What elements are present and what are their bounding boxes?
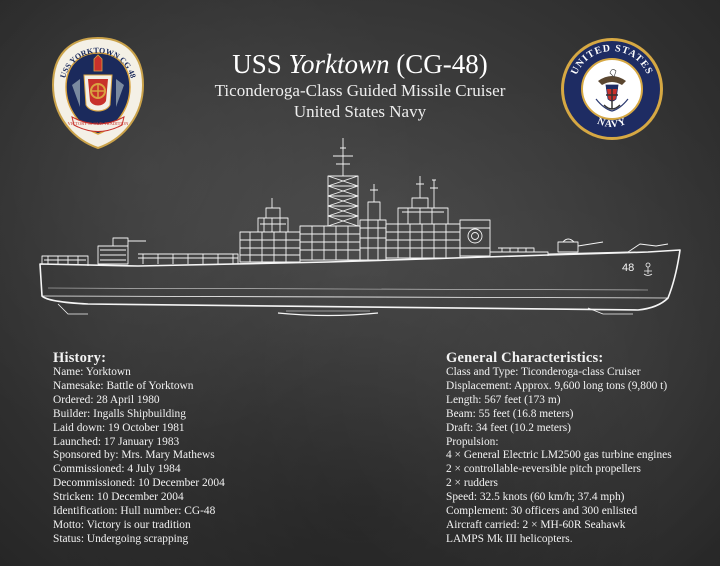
title-hull-code: (CG-48) — [389, 49, 488, 79]
ship-aft-deck — [41, 237, 239, 266]
title-ship-name: Yorktown — [288, 49, 390, 79]
history-line-namesake: Namesake: Battle of Yorktown — [53, 379, 194, 392]
ship-forward-deck — [490, 238, 669, 256]
hull-number-marking: 48 — [622, 262, 634, 274]
history-line-ordered: Ordered: 28 April 1980 — [53, 393, 160, 406]
general-heading: General Characteristics: — [446, 350, 604, 366]
history-line-stricken: Stricken: 10 December 2004 — [53, 491, 184, 504]
history-line-builder: Builder: Ingalls Shipbuilding — [53, 407, 186, 420]
history-section: History: Name: Yorktown Namesake: Battle… — [53, 350, 383, 547]
history-line-name: Name: Yorktown — [53, 366, 131, 378]
ship-forward-superstructure — [385, 176, 491, 259]
general-line-engines: 4 × General Electric LM2500 gas turbine … — [446, 449, 672, 462]
svg-text:NAVY: NAVY — [596, 116, 629, 130]
page-title: USS Yorktown (CG-48) — [0, 48, 720, 80]
history-line-commissioned: Commissioned: 4 July 1984 — [53, 463, 181, 476]
general-line-speed: Speed: 32.5 knots (60 km/h; 37.4 mph) — [446, 491, 625, 504]
general-line-length: Length: 567 feet (173 m) — [446, 393, 561, 406]
title-block: USS Yorktown (CG-48) Ticonderoga-Class G… — [0, 48, 720, 122]
general-line-displacement: Displacement: Approx. 9,600 long tons (9… — [446, 379, 668, 392]
general-line-class: Class and Type: Ticonderoga-class Cruise… — [446, 366, 641, 378]
navy-seal-emblem: UNITED STATES NAVY — [561, 38, 663, 140]
general-line-beam: Beam: 55 feet (16.8 meters) — [446, 407, 574, 420]
ship-class-subtitle: Ticonderoga-Class Guided Missile Cruiser — [214, 81, 506, 100]
title-prefix: USS — [232, 49, 289, 79]
history-line-status: Status: Undergoing scrapping — [53, 532, 189, 545]
history-line-laid-down: Laid down: 19 October 1981 — [53, 421, 185, 434]
general-line-draft: Draft: 34 feet (10.2 meters) — [446, 421, 571, 434]
general-line-rudders: 2 × rudders — [446, 477, 498, 490]
history-line-launched: Launched: 17 January 1983 — [53, 435, 180, 448]
general-characteristics-section: General Characteristics: Class and Type:… — [446, 350, 706, 547]
ship-blueprint-drawing: 48 — [39, 138, 681, 317]
anchor-icon — [643, 262, 653, 276]
history-heading: History: — [53, 350, 107, 366]
ship-mid-superstructure — [299, 138, 387, 261]
history-line-motto: Motto: Victory is our tradition — [53, 518, 191, 531]
history-line-identification: Identification: Hull number: CG-48 — [53, 505, 216, 518]
seal-bottom-text: NAVY — [596, 116, 628, 130]
branch-subtitle: United States Navy — [293, 102, 427, 121]
ship-hull — [39, 249, 681, 317]
general-line-helicopters: LAMPS Mk III helicopters. — [446, 532, 573, 545]
general-line-complement: Complement: 30 officers and 300 enlisted — [446, 505, 638, 518]
general-line-propellers: 2 × controllable-reversible pitch propel… — [446, 463, 641, 476]
history-line-sponsored: Sponsored by: Mrs. Mary Mathews — [53, 449, 215, 462]
crest-motto-banner: VICTORY IS OUR TRADITION — [68, 121, 130, 126]
ship-aft-superstructure — [239, 198, 301, 263]
general-line-aircraft: Aircraft carried: 2 × MH-60R Seahawk — [446, 518, 626, 531]
history-line-decommissioned: Decommissioned: 10 December 2004 — [53, 477, 225, 490]
ship-crest-emblem: USS YORKTOWN CG 48 VICTORY IS OUR TRADIT… — [51, 36, 145, 150]
general-line-propulsion: Propulsion: — [446, 435, 499, 448]
